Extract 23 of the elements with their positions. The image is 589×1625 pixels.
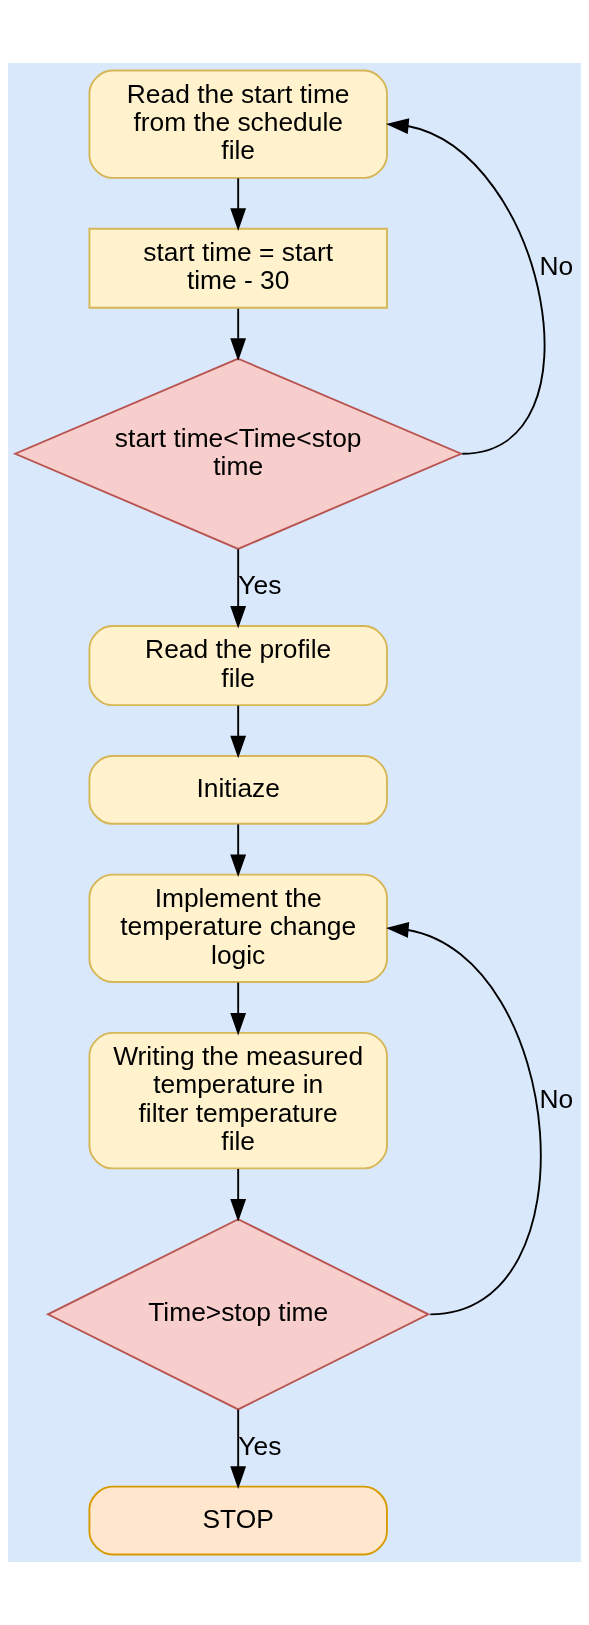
arrow <box>230 307 247 361</box>
node-box: Writing the measured temperature in filter temperature file <box>88 1031 388 1170</box>
arrow <box>386 118 546 455</box>
node-box: Initiaze <box>88 755 388 825</box>
arrow <box>386 922 541 1316</box>
node-box: Read the profile file <box>88 625 388 707</box>
arrow <box>230 177 247 231</box>
node-diamond: Time>stop time <box>45 1218 431 1411</box>
node-box: Implement the temperature change logic <box>88 873 388 983</box>
arrow <box>230 704 247 759</box>
arrow <box>230 981 247 1036</box>
edge-label: Yes <box>238 570 282 601</box>
arrow <box>230 823 247 877</box>
edge-label: No <box>539 251 574 282</box>
node-box: STOP <box>88 1485 388 1556</box>
edge-label: No <box>539 1083 574 1114</box>
node-box: start time = start time - 30 <box>88 227 388 309</box>
arrow <box>230 1168 247 1222</box>
arrow <box>230 1408 247 1489</box>
edge-label: Yes <box>238 1431 282 1462</box>
node-diamond: start time<Time<stop time <box>12 357 464 550</box>
arrow <box>230 548 247 629</box>
node-box: Read the start time from the schedule file <box>88 69 388 179</box>
